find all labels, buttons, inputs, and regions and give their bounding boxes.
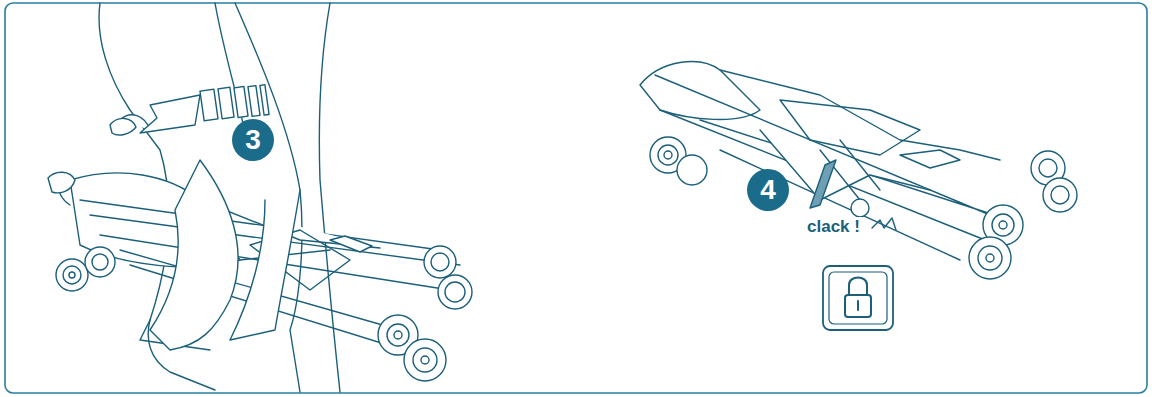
callout-number: 3	[232, 119, 274, 161]
sound-label: clack !	[805, 217, 862, 237]
callout-number: 4	[747, 169, 789, 211]
